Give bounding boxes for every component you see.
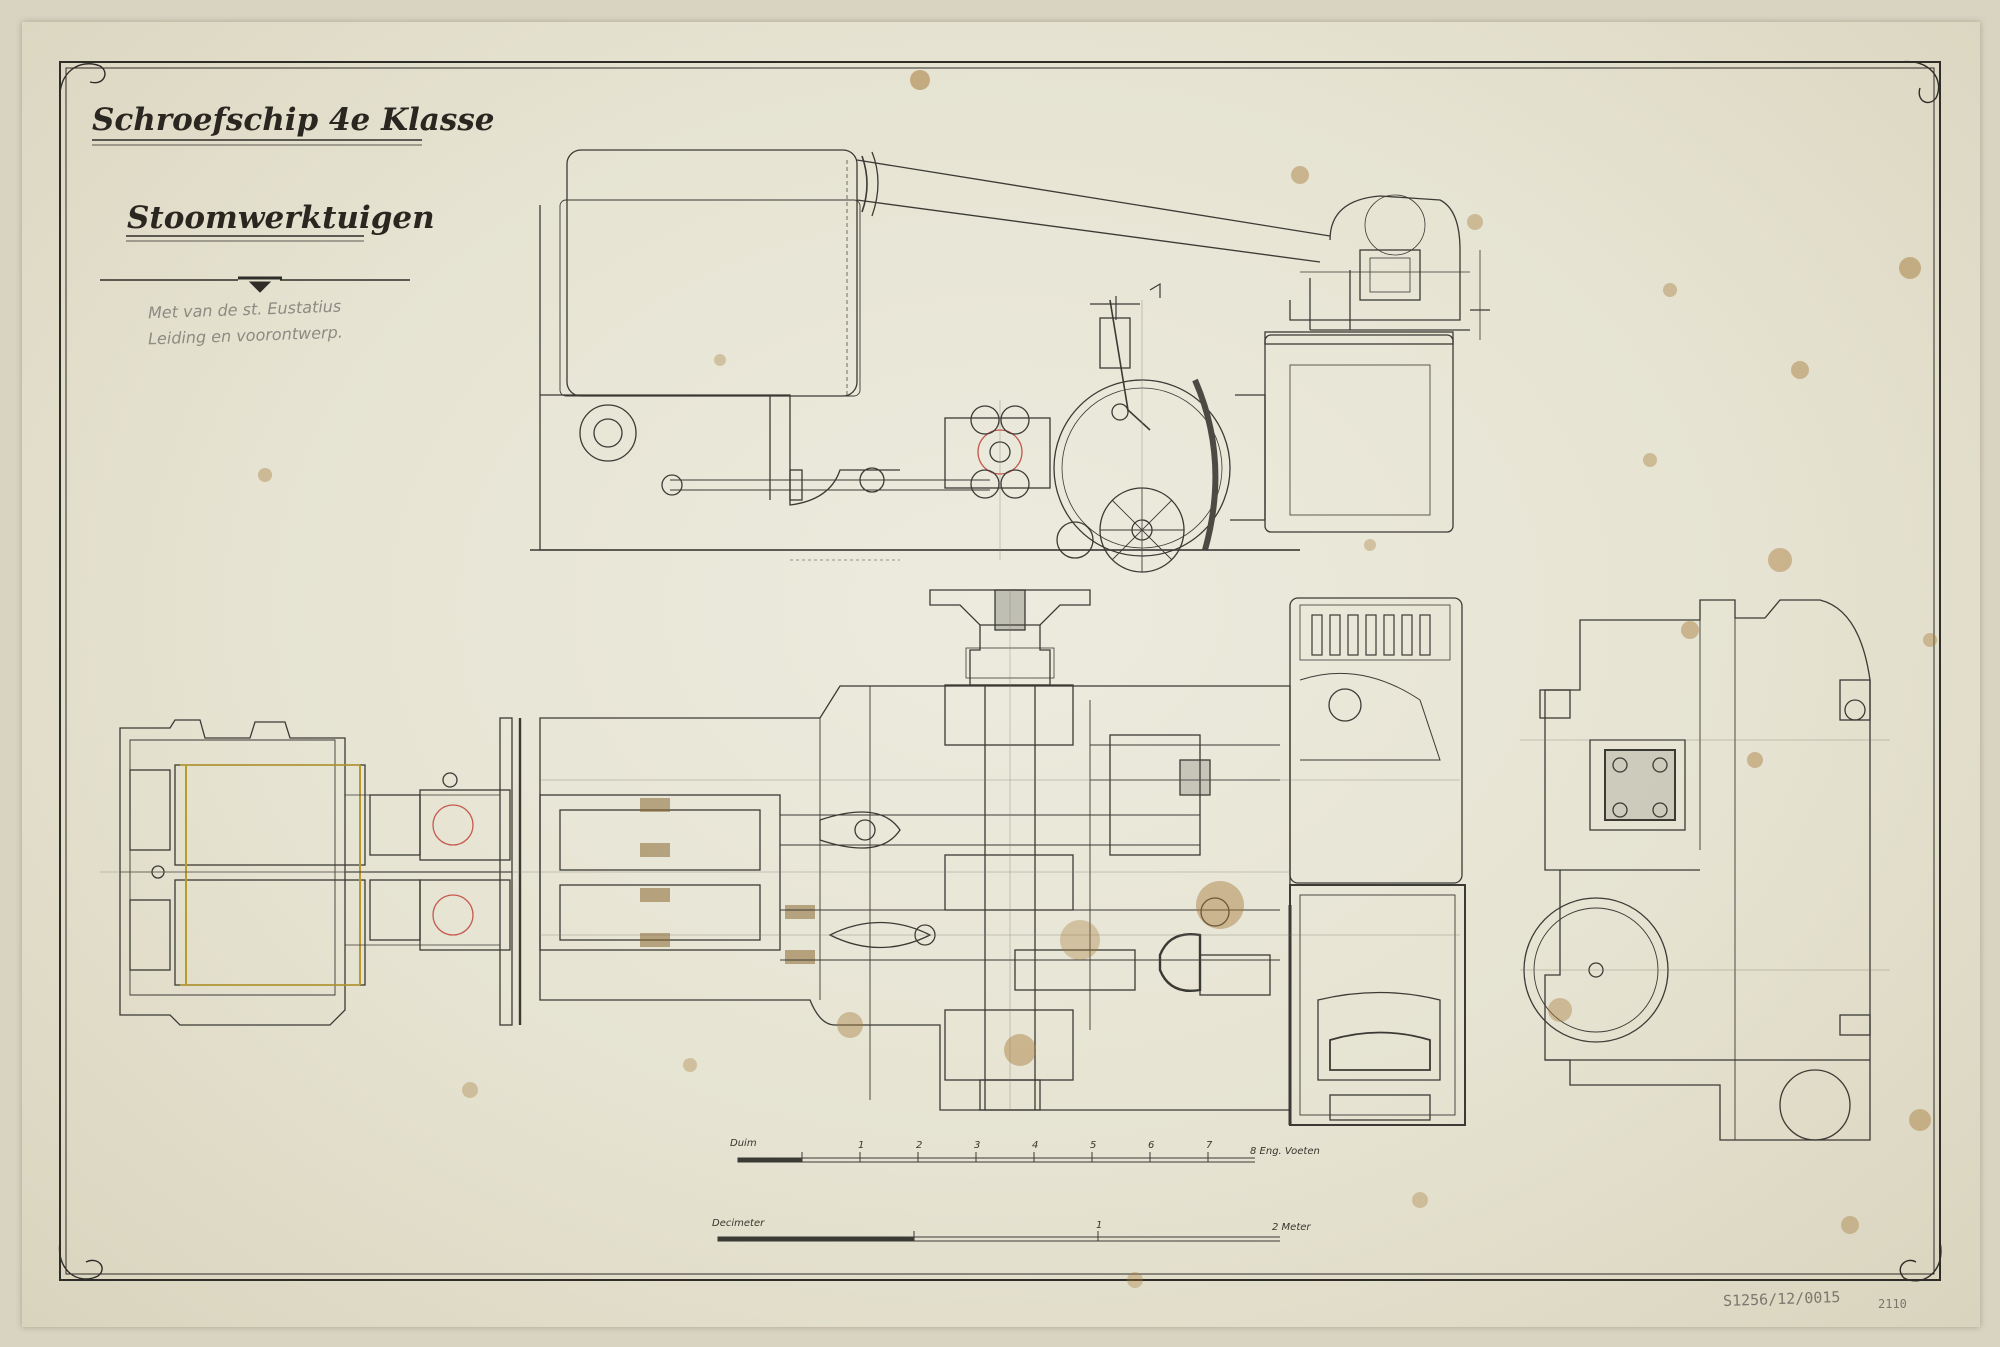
lower-scale-end-label: 2 Meter <box>1272 1222 1311 1233</box>
upper-scale-tick-3: 3 <box>974 1140 981 1151</box>
upper-scale-tick-1: 1 <box>858 1140 865 1151</box>
upper-scale-tick-6: 6 <box>1148 1140 1155 1151</box>
title-underlines <box>92 139 422 242</box>
upper-scale-tick-2: 2 <box>916 1140 923 1151</box>
lower-scale-tick-1: 1 <box>1096 1220 1103 1231</box>
upper-scale-tick-4: 4 <box>1032 1140 1039 1151</box>
corner-ornaments <box>58 60 1942 1282</box>
scale-bar-upper <box>737 1152 1255 1163</box>
side-elevation-view <box>530 149 1490 573</box>
stains <box>258 70 1937 1288</box>
upper-scale-tick-7: 7 <box>1206 1140 1213 1151</box>
archive-number: 2110 <box>1878 1297 1907 1311</box>
drawing-border <box>59 61 1941 1281</box>
title-separator <box>100 276 410 293</box>
plan-view <box>511 589 1466 1126</box>
left-section-view <box>119 717 513 1026</box>
scale-bar-lower <box>717 1231 1280 1242</box>
upper-scale-unit-label: Duim <box>730 1138 757 1149</box>
drawing-subtitle: Stoomwerktuigen <box>127 200 435 236</box>
upper-scale-tick-5: 5 <box>1090 1140 1097 1151</box>
construction-lines <box>100 300 1890 1110</box>
upper-scale-end-label: 8 Eng. Voeten <box>1250 1146 1320 1157</box>
drawing-title: Schroefschip 4e Klasse <box>92 102 495 138</box>
lower-scale-unit-label: Decimeter <box>712 1218 765 1229</box>
right-end-view <box>1523 599 1871 1141</box>
